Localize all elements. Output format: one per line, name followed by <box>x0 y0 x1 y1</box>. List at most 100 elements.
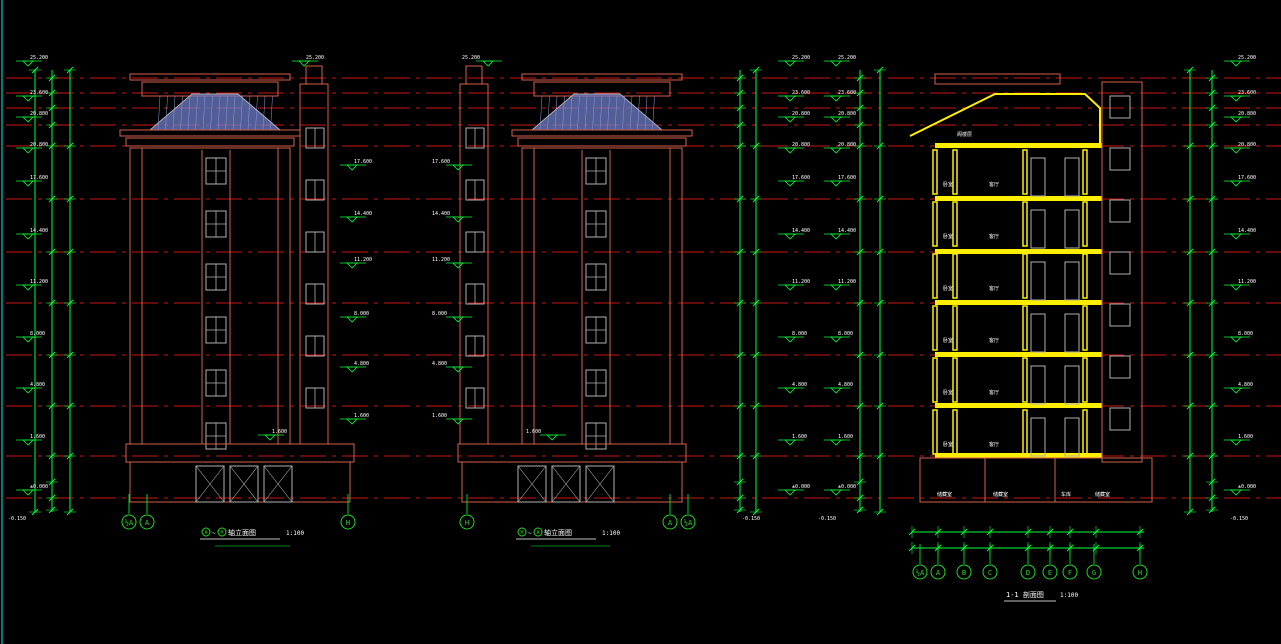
level-tag: 8.000 <box>340 311 369 323</box>
level-tag: 11.200 <box>1224 279 1256 291</box>
axis-circle <box>121 514 137 530</box>
level-value: 4.800 <box>1238 382 1253 388</box>
axis-bubble: E <box>1042 544 1058 580</box>
section-wall <box>952 305 958 351</box>
title-bubble <box>533 527 543 537</box>
tower-window <box>1109 199 1131 223</box>
level-triangle <box>830 489 842 496</box>
level-value: -0.150 <box>742 516 760 522</box>
roof-hatch <box>172 95 176 131</box>
level-value: 8.000 <box>838 331 853 337</box>
section-door <box>1064 417 1080 457</box>
level-value: ±0.000 <box>838 484 856 490</box>
title-axis: A <box>536 530 539 536</box>
level-value: 1.600 <box>526 429 541 435</box>
level-tag: 11.200 <box>778 279 810 291</box>
roof-hatch <box>232 95 236 131</box>
section-door <box>1064 365 1080 405</box>
level-tag: 11.200 <box>340 257 372 269</box>
level-triangle <box>784 233 796 240</box>
section-wall <box>932 201 938 247</box>
title-scale: 1:100 <box>286 530 304 537</box>
level-tag: 23.600 <box>16 90 48 102</box>
level-value: 11.200 <box>1238 279 1256 285</box>
level-value: 25.200 <box>306 55 324 61</box>
section-room-label: 客厅 <box>989 285 999 292</box>
roof-hatch <box>187 95 191 131</box>
level-triangle <box>346 262 358 269</box>
level-value: ±0.000 <box>792 484 810 490</box>
level-tag: 17.600 <box>1224 175 1256 187</box>
axis-bubble-label: D <box>1026 569 1030 577</box>
level-value: 14.400 <box>838 228 856 234</box>
level-triangle <box>22 439 34 446</box>
section-wall <box>952 201 958 247</box>
roof-hatch <box>240 95 243 131</box>
section-door <box>1030 261 1046 301</box>
level-tag: 4.800 <box>778 382 807 394</box>
section-door <box>1064 261 1080 301</box>
roof-hatch <box>262 95 266 131</box>
section-wall <box>932 149 938 195</box>
axis-circle <box>956 564 972 580</box>
section-door <box>1030 365 1046 405</box>
main-body <box>129 147 291 445</box>
section-room-label: 卧室 <box>943 441 953 448</box>
level-triangle <box>452 418 464 425</box>
roof-hatch <box>622 95 625 131</box>
section-wall <box>932 253 938 299</box>
roof-hatch <box>157 95 161 131</box>
level-value: 11.200 <box>354 257 372 263</box>
section-wall <box>1082 305 1088 351</box>
section-door <box>1030 157 1046 197</box>
level-value: 14.400 <box>792 228 810 234</box>
axis-bubble: H <box>459 494 475 530</box>
level-value: 20.800 <box>792 142 810 148</box>
level-triangle <box>784 387 796 394</box>
level-triangle <box>22 116 34 123</box>
level-tag: ±0.000 <box>1224 484 1256 496</box>
section-ground <box>919 457 1153 503</box>
section-wall <box>952 409 958 455</box>
roof-hatch <box>202 95 206 131</box>
level-tag: 1.600 <box>824 434 853 446</box>
axis-bubble-label: G <box>1092 569 1096 577</box>
roof-hatch <box>225 95 228 131</box>
section-room-label: 卧室 <box>943 285 953 292</box>
garage-door <box>551 465 581 503</box>
section-wall <box>932 357 938 403</box>
level-tag: 11.200 <box>432 257 472 269</box>
roof-hatch <box>599 95 603 131</box>
level-tag: 4.800 <box>340 361 369 373</box>
level-value: 20.800 <box>838 142 856 148</box>
axis-bubble: ½A <box>680 494 696 530</box>
level-value: 23.600 <box>838 90 856 96</box>
title-name: 轴立面图 <box>544 528 572 537</box>
level-value: 23.600 <box>1238 90 1256 96</box>
level-triangle <box>1230 116 1242 123</box>
section-room-label: 卧室 <box>943 337 953 344</box>
section-room-label: 储藏室 <box>993 491 1008 498</box>
level-tag: 25.200 <box>1224 55 1256 67</box>
level-triangle <box>830 284 842 291</box>
level-triangle <box>22 489 34 496</box>
axis-bubble-label: E <box>1048 569 1052 577</box>
title-axis: H <box>520 530 523 536</box>
level-tag: 1.600 <box>778 434 807 446</box>
section-wall <box>932 409 938 455</box>
level-triangle <box>298 60 310 67</box>
section-wall <box>1022 305 1028 351</box>
section-room-label: 客厅 <box>989 337 999 344</box>
roof-hatch <box>255 95 258 131</box>
level-tag: 8.000 <box>778 331 807 343</box>
level-value: 23.600 <box>30 90 48 96</box>
level-triangle <box>784 336 796 343</box>
garage-door <box>263 465 293 503</box>
level-tag: 14.400 <box>778 228 810 240</box>
garage-door <box>195 465 225 503</box>
level-value: 20.800 <box>838 111 856 117</box>
section-door <box>1030 417 1046 457</box>
